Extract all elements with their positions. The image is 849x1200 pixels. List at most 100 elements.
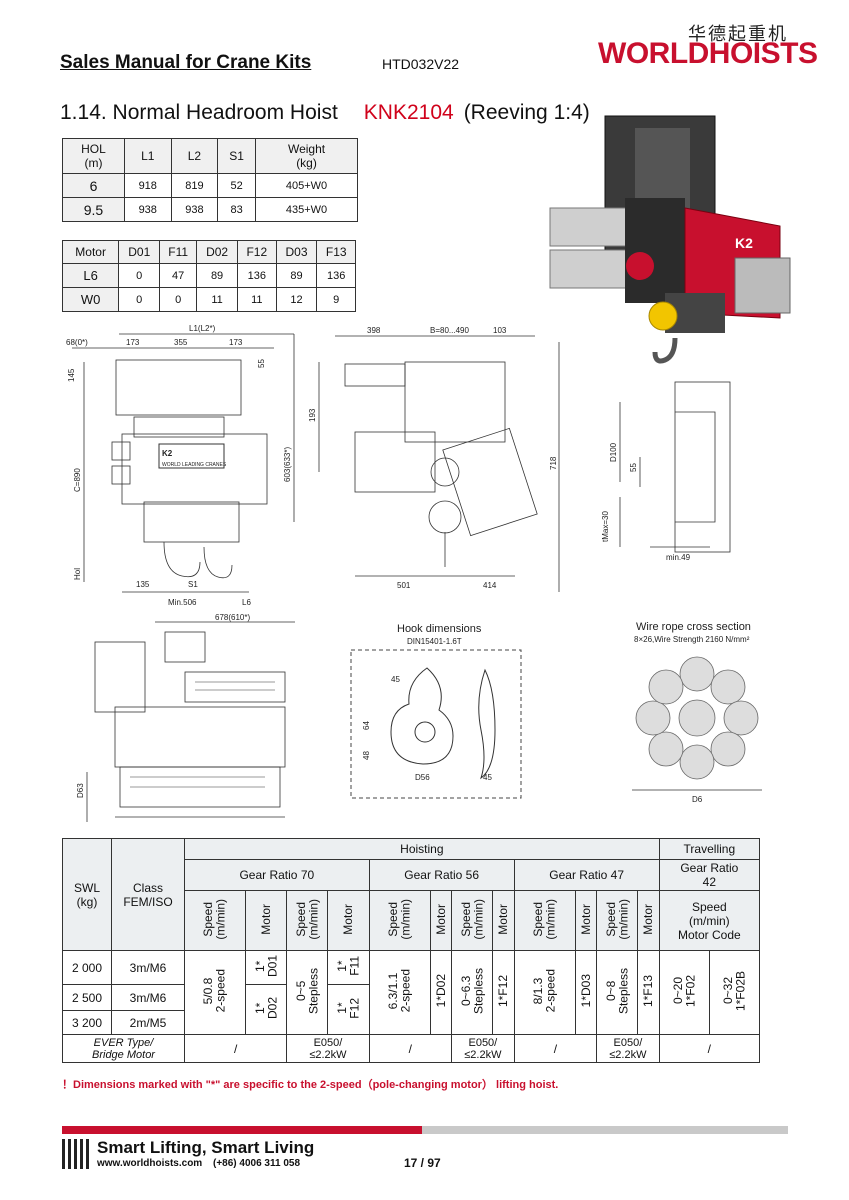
col-f11: F11 [159,240,198,264]
dim-145: 145 [67,368,76,382]
col-s1: S1 [217,138,257,174]
specification-table: SWL (kg) Class FEM/ISO Hoisting Travelli… [62,838,761,1063]
page-number: 17 / 97 [404,1156,441,1170]
rope-dim-d6: D6 [692,795,703,804]
sub-speed: Speed (m/min) [201,898,229,940]
footer-phone: (+86) 4006 311 058 [212,1158,301,1169]
cell: 83 [217,197,257,222]
cell: 0~5 Stepless [293,967,321,1015]
table-row: 2 000 3m/M6 5/0.8 2-speed 1* D01 0~5 Ste… [62,950,761,1035]
cell: 918 [123,173,172,198]
col-travelling: Travelling [658,838,761,860]
sub-motor: Motor [641,903,656,935]
dim-603: 603(633*) [283,447,292,482]
cell: 136 [316,263,356,288]
cell: 0 [118,287,161,312]
cell: / [183,1034,288,1063]
manual-title: Sales Manual for Crane Kits [60,52,312,73]
dim-min506: Min.506 [168,598,197,607]
footer-contact: www.worldhoists.com (+86) 4006 311 058 [97,1158,300,1169]
dim-55-rail: 55 [629,463,638,472]
cell: 52 [217,173,257,198]
col-swl: SWL (kg) [62,838,112,951]
col-f13: F13 [316,240,356,264]
cell: 0 [159,287,198,312]
sub-speed: Speed (m/min) [603,898,631,940]
cell: 0~8 Stepless [603,967,631,1015]
cell: 0~32 1*F02B [720,970,748,1012]
dim-b: B=80...490 [430,326,469,335]
rope-title: Wire rope cross section [636,621,751,633]
dim-678: 678(610*) [215,613,250,622]
dim-d100: D100 [609,442,618,462]
sub-motor: Motor [433,903,448,935]
dim-718: 718 [549,456,558,470]
table-row: 2 500 3m/M6 1* D02 1* F12 [62,984,760,1035]
top-view-drawing: 678(610*) D63 [76,613,295,822]
table-row: EVER Type/ Bridge Motor / E050/ ≤2.2kW /… [62,1034,761,1063]
dim-min49: min.49 [666,553,691,562]
dimension-table: HOL (m) L1 L2 S1 Weight (kg) 6 918 819 5… [62,138,358,222]
model-code: KNK2104 [363,101,454,124]
cell: 1*F13 [641,974,656,1008]
cell: / [658,1034,761,1063]
dim-501: 501 [397,581,411,590]
col-hoisting: Hoisting [184,838,660,860]
col-l1: L1 [123,138,172,174]
cell: 6 [62,173,125,198]
cell: 1*F12 [496,974,511,1008]
section-heading: 1.14. Normal Headroom Hoist [60,101,338,124]
hook-standard: DIN15401-1.6T [407,637,462,646]
sub-motor: Motor [496,903,511,935]
rope-spec: 8×26,Wire Strength 2160 N/mm² [634,635,750,644]
col-gear-42: Gear Ratio 42 [658,859,761,891]
sub-speed: Speed (m/min) [386,898,413,940]
cell: 8/1.3 2-speed [531,969,558,1013]
table-row: W0 0 0 11 11 12 9 [61,287,356,312]
front-k2: K2 [162,449,173,458]
cell: 1* F12 [334,997,362,1019]
cell: E050/ ≤2.2kW [286,1034,370,1063]
sub-travel-speed: Speed (m/min) Motor Code [658,890,761,951]
motor-table: Motor D01 F11 D02 F12 D03 F13 L6 0 47 89… [61,240,356,312]
cell: 3 200 [62,1010,112,1035]
cell: 2 500 [62,984,112,1011]
dim-173b: 173 [229,338,243,347]
dim-355: 355 [174,338,188,347]
col-l2: L2 [170,138,219,174]
col-hol: HOL (m) [62,138,125,174]
hook-dim-45a: 45 [391,675,400,684]
col-class: Class FEM/ISO [111,838,185,951]
cell: 938 [170,197,219,222]
footer-bar-gray [422,1126,788,1134]
cell: E050/ ≤2.2kW [451,1034,515,1063]
table-row: 6 918 819 52 405+W0 [62,173,358,198]
cell: 9 [316,287,356,312]
cell: 0 [118,263,161,288]
sub-motor: Motor [258,903,273,935]
cell: E050/ ≤2.2kW [596,1034,660,1063]
cell: 1* D02 [252,996,280,1019]
table-row: 9.5 938 938 83 435+W0 [62,197,358,222]
ever-bridge-motor: EVER Type/ Bridge Motor [62,1034,185,1063]
col-d02: D02 [196,240,239,264]
sub-speed: Speed (m/min) [458,898,486,940]
cell: 405+W0 [255,173,358,198]
cell: W0 [61,287,120,312]
cell: / [513,1034,598,1063]
cell: 819 [170,173,219,198]
hoist-product-image: K2 [549,115,791,364]
hook-dim-64: 64 [362,721,371,730]
dim-l6: L6 [242,598,251,607]
dim-103: 103 [493,326,507,335]
footer-website[interactable]: www.worldhoists.com [97,1158,203,1169]
hook-dim-48: 48 [362,751,371,760]
cell: 1*D02 [433,974,448,1008]
col-gear-70: Gear Ratio 70 [184,859,370,891]
logo-worldhoists: WORLDHOISTS [598,37,818,70]
cell: 0~20 1*F02 [670,974,698,1008]
col-gear-47: Gear Ratio 47 [513,859,660,891]
hook-dim-d56: D56 [415,773,430,782]
cell: 6.3/1.1 2-speed [386,969,413,1013]
